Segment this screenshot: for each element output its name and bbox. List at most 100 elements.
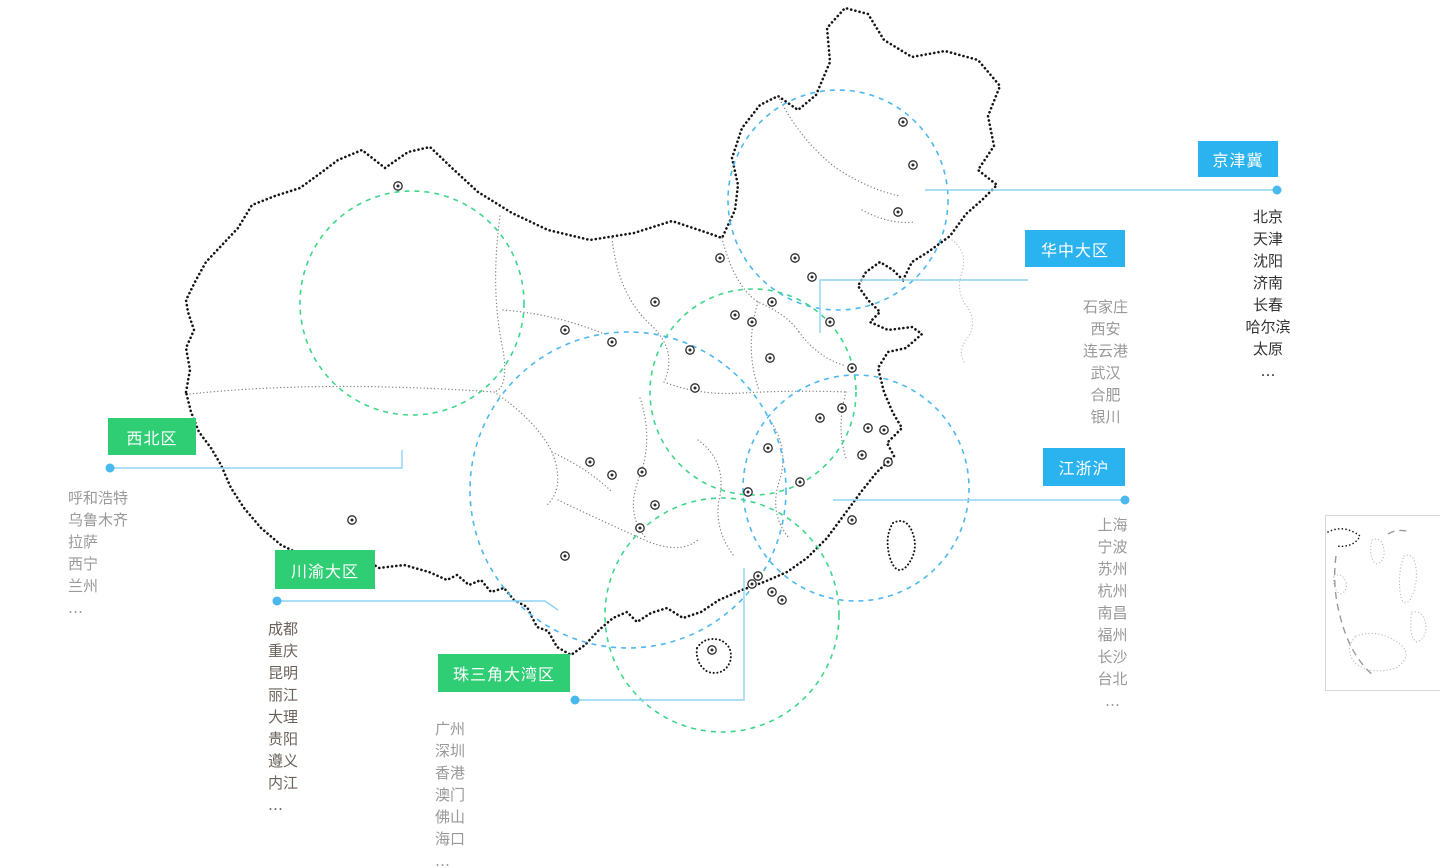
city-marker-dot: [350, 518, 354, 522]
city-item: …: [1105, 692, 1120, 710]
city-item: 乌鲁木齐: [68, 511, 129, 529]
city-item: 福州: [1097, 626, 1128, 644]
connector-dot-xibei: [105, 463, 115, 473]
province-borders: [189, 95, 916, 557]
city-marker-dot: [768, 356, 772, 360]
city-item: 合肥: [1090, 386, 1121, 404]
city-item: 遵义: [268, 752, 299, 770]
connector-dot-jiangzhehu: [1120, 495, 1130, 505]
city-list-jiangzhehu: 上海宁波苏州杭州南昌福州长沙台北…: [1055, 514, 1170, 712]
city-item: …: [268, 796, 283, 814]
city-marker-dot: [850, 518, 854, 522]
city-item: 香港: [435, 764, 466, 782]
city-item: 长春: [1252, 296, 1283, 314]
city-marker-dot: [840, 406, 844, 410]
city-item: 太原: [1252, 340, 1283, 358]
city-marker-dot: [653, 300, 657, 304]
city-marker-dot: [610, 340, 614, 344]
city-marker-dot: [718, 256, 722, 260]
city-marker-dot: [653, 503, 657, 507]
label-connectors: [105, 185, 1282, 705]
city-marker-dot: [563, 328, 567, 332]
connector-dot-chuanyu: [272, 596, 282, 606]
city-item: …: [68, 599, 83, 617]
city-marker-dot: [886, 460, 890, 464]
city-item: 宁波: [1097, 538, 1128, 556]
city-item: 拉萨: [68, 533, 99, 551]
city-item: 石家庄: [1082, 298, 1128, 316]
connector-xibei: [110, 450, 403, 469]
city-marker-dot: [896, 210, 900, 214]
city-item: 成都: [268, 620, 299, 638]
city-item: 海口: [435, 830, 466, 848]
city-marker-dot: [688, 348, 692, 352]
city-item: 北京: [1252, 208, 1283, 226]
city-item: 广州: [435, 720, 466, 738]
city-item: …: [435, 852, 450, 868]
region-circles: [299, 89, 970, 733]
city-item: 沈阳: [1252, 252, 1283, 270]
city-item: 南昌: [1097, 604, 1128, 622]
circle-jiangzhehu: [742, 374, 970, 602]
city-marker-dot: [810, 275, 814, 279]
connector-zhusanjiao: [575, 568, 745, 701]
city-marker-dot: [733, 313, 737, 317]
city-item: 哈尔滨: [1245, 318, 1291, 336]
city-item: 天津: [1252, 230, 1283, 248]
region-label-jiangzhehu[interactable]: 江浙沪: [1043, 448, 1125, 486]
city-list-zhusanjiao: 广州深圳香港澳门佛山海口…: [435, 718, 535, 868]
city-marker-dot: [911, 163, 915, 167]
connector-chuanyu: [277, 600, 559, 611]
city-marker-dot: [563, 554, 567, 558]
city-marker-dot: [770, 300, 774, 304]
city-item: …: [1260, 362, 1276, 380]
region-label-jingjinji[interactable]: 京津冀: [1198, 141, 1278, 177]
korea-coastline: [951, 239, 974, 363]
city-item: 武汉: [1090, 364, 1121, 382]
region-label-huazhong[interactable]: 华中大区: [1025, 230, 1125, 267]
city-list-huazhong: 石家庄西安连云港武汉合肥银川: [1048, 296, 1163, 428]
city-marker-dot: [901, 120, 905, 124]
region-label-chuanyu[interactable]: 川渝大区: [275, 550, 375, 589]
city-marker-dot: [766, 446, 770, 450]
city-item: 连云港: [1082, 342, 1128, 360]
city-item: 西宁: [68, 555, 99, 573]
circle-huazhong: [649, 288, 857, 496]
connector-huazhong: [819, 279, 1028, 333]
circle-zhusanjiao: [604, 497, 840, 733]
city-marker-dot: [750, 320, 754, 324]
city-marker-dot: [693, 386, 697, 390]
city-item: 上海: [1097, 516, 1128, 534]
city-marker-dot: [396, 184, 400, 188]
city-marker-dot: [750, 582, 754, 586]
city-item: 重庆: [268, 642, 299, 660]
city-item: 苏州: [1097, 560, 1128, 578]
city-item: 昆明: [268, 664, 299, 682]
city-item: 济南: [1252, 274, 1283, 292]
city-item: 长沙: [1097, 648, 1128, 666]
city-item: 杭州: [1097, 582, 1128, 600]
circle-xibei: [299, 190, 525, 416]
city-list-chuanyu: 成都重庆昆明丽江大理贵阳遵义内江…: [268, 618, 368, 816]
city-marker-dot: [588, 460, 592, 464]
city-marker-dot: [860, 453, 864, 457]
city-marker-dot: [818, 416, 822, 420]
city-marker-dot: [850, 366, 854, 370]
city-marker-dot: [610, 473, 614, 477]
city-marker-dot: [756, 574, 760, 578]
region-label-xibei[interactable]: 西北区: [108, 418, 196, 455]
city-item: 银川: [1090, 408, 1121, 426]
circle-chuanyu: [469, 331, 787, 649]
city-marker-dot: [780, 598, 784, 602]
city-item: 深圳: [435, 742, 466, 760]
hainan-outline: [695, 638, 732, 674]
city-marker-dot: [793, 256, 797, 260]
china-outline: [184, 6, 1002, 657]
city-list-jingjinji: 北京天津沈阳济南长春哈尔滨太原 …: [1210, 206, 1326, 382]
city-list-xibei: 呼和浩特乌鲁木齐拉萨西宁兰州…: [68, 487, 188, 619]
region-label-zhusanjiao[interactable]: 珠三角大湾区: [438, 654, 570, 692]
city-marker-dot: [882, 428, 886, 432]
circle-jingjinji: [727, 89, 949, 311]
